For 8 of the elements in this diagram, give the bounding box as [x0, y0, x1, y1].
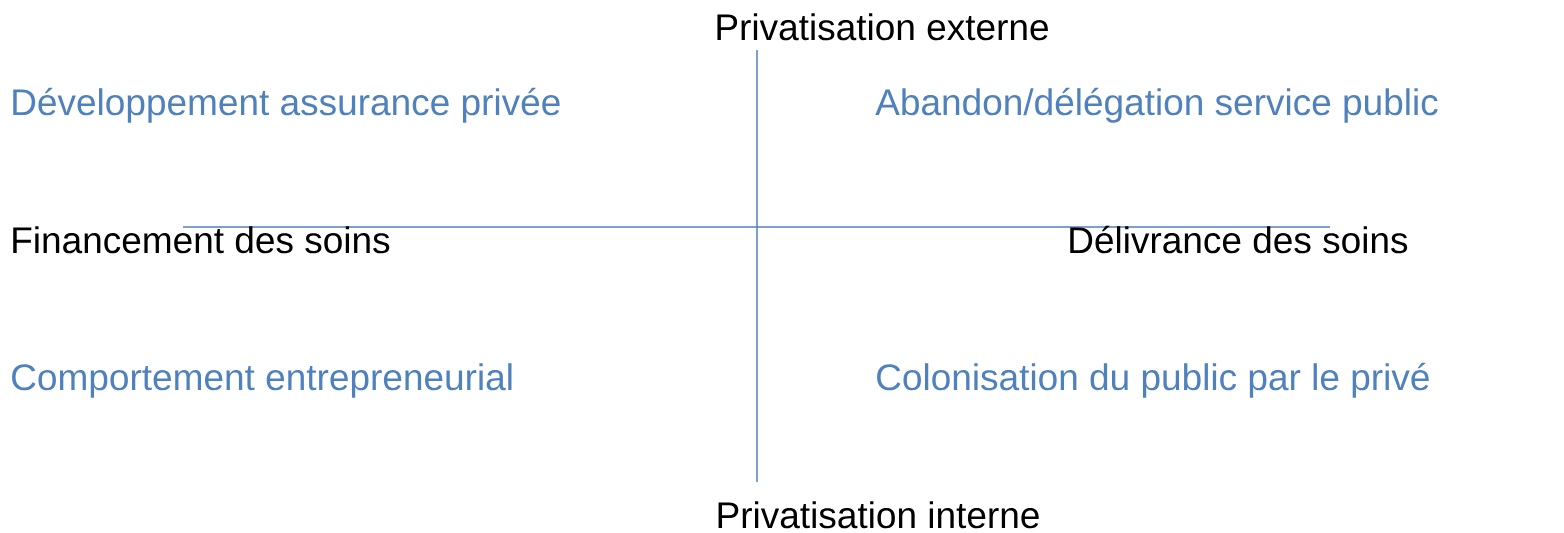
quadrant-label: Colonisation du public par le privé	[877, 362, 1429, 398]
axis-label: Privatisation interne	[718, 501, 1039, 529]
axis-label: Privatisation externe	[717, 13, 1048, 41]
quadrant-label: Abandon/délégation service public	[875, 87, 1438, 123]
axis-label: Financement des soins	[13, 226, 390, 254]
axis-label: Délivrance des soins	[1070, 225, 1408, 254]
quadrant-label: Développement assurance privée	[13, 87, 560, 123]
quadrant-label: Comportement entrepreneurial	[12, 363, 512, 398]
